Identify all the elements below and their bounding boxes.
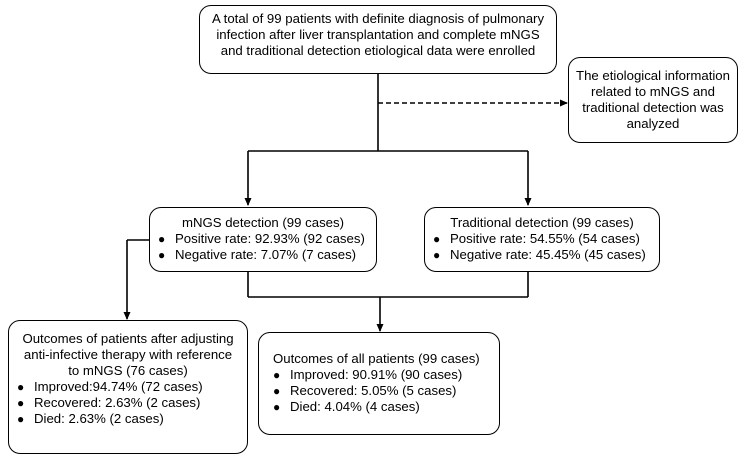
list-item: ● Negative rate: 45.45% (45 cases): [433, 247, 651, 263]
list-item: ● Died: 2.63% (2 cases): [17, 411, 239, 427]
bullet-icon: ●: [273, 400, 281, 414]
enrollment-text: A total of 99 patients with definite dia…: [211, 11, 545, 58]
outcomes-adjusted-died: Died: 2.63% (2 cases): [34, 411, 164, 426]
traditional-title: Traditional detection (99 cases): [450, 215, 634, 230]
mngs-detection-box: mNGS detection (99 cases) ● Positive rate…: [149, 207, 377, 272]
outcomes-all-title: Outcomes of all patients (99 cases): [273, 351, 480, 366]
list-item: ● Recovered: 2.63% (2 cases): [17, 395, 239, 411]
outcomes-all-improved: Improved: 90.91% (90 cases): [290, 367, 463, 382]
list-item: ● Died: 4.04% (4 cases): [273, 399, 491, 415]
bullet-icon: ●: [158, 232, 166, 246]
traditional-negative-rate: Negative rate: 45.45% (45 cases): [450, 247, 646, 262]
outcomes-adjusted-recovered: Recovered: 2.63% (2 cases): [34, 395, 201, 410]
bullet-icon: ●: [433, 232, 441, 246]
mngs-negative-rate: Negative rate: 7.07% (7 cases): [175, 247, 357, 262]
list-item: ● Positive rate: 92.93% (92 cases): [158, 231, 368, 247]
list-item: ● Recovered: 5.05% (5 cases): [273, 383, 491, 399]
traditional-detection-box: Traditional detection (99 cases) ● Positi…: [424, 207, 660, 272]
bullet-icon: ●: [158, 248, 166, 262]
outcomes-adjusted-improved: Improved:94.74% (72 cases): [34, 379, 203, 394]
bullet-icon: ●: [17, 396, 25, 410]
analysis-text: The etiological information related to m…: [576, 68, 730, 131]
traditional-positive-rate: Positive rate: 54.55% (54 cases): [450, 231, 640, 246]
outcomes-adjusted-box: Outcomes of patients after adjusting ant…: [8, 320, 248, 454]
bullet-icon: ●: [433, 248, 441, 262]
outcomes-all-box: Outcomes of all patients (99 cases) ● Imp…: [258, 332, 500, 435]
outcomes-all-died: Died: 4.04% (4 cases): [290, 399, 420, 414]
bullet-icon: ●: [17, 380, 25, 394]
list-item: ● Improved: 90.91% (90 cases): [273, 367, 491, 383]
outcomes-adjusted-title: Outcomes of patients after adjusting ant…: [22, 331, 234, 378]
outcomes-all-recovered: Recovered: 5.05% (5 cases): [290, 383, 457, 398]
list-item: ● Improved:94.74% (72 cases): [17, 379, 239, 395]
bullet-icon: ●: [273, 384, 281, 398]
bullet-icon: ●: [17, 412, 25, 426]
analysis-box: The etiological information related to m…: [568, 57, 738, 143]
bullet-icon: ●: [273, 368, 281, 382]
list-item: ● Negative rate: 7.07% (7 cases): [158, 247, 368, 263]
enrollment-box: A total of 99 patients with definite dia…: [199, 5, 557, 74]
mngs-title: mNGS detection (99 cases): [182, 215, 344, 230]
mngs-positive-rate: Positive rate: 92.93% (92 cases): [175, 231, 365, 246]
list-item: ● Positive rate: 54.55% (54 cases): [433, 231, 651, 247]
